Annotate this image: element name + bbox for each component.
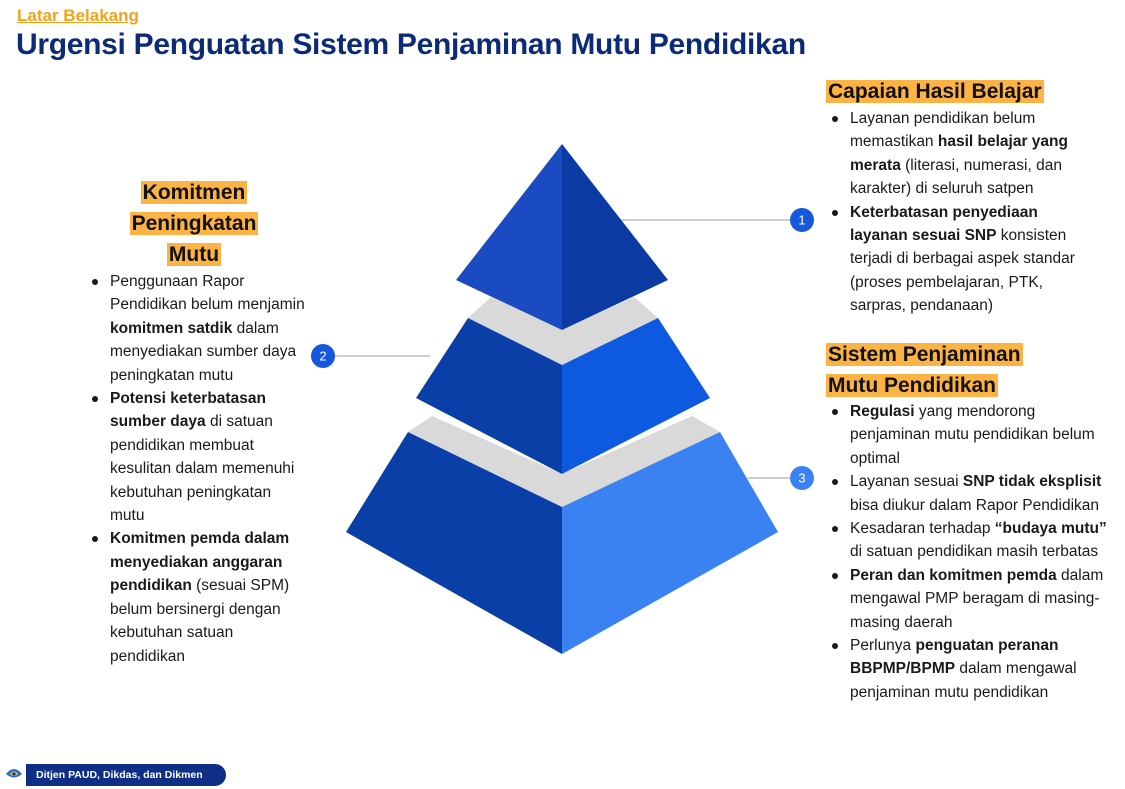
bullet-text: di satuan pendidikan masih terbatas [850,543,1099,561]
bullet-text-bold: Keterbatasan penyediaan layanan sesuai S… [850,203,1038,245]
pyramid-mid-left [416,318,562,474]
bullet-text: Layanan pendidikan belum memastikan [850,110,1036,151]
bullet-text: di satuan pendidikan membuat kesulitan d… [110,413,295,525]
bullet-text: Layanan sesuai [850,473,963,491]
right-bottom-bullet-list: Regulasi yang mendorong penjaminan mutu … [828,400,1108,704]
bullet-item: Komitmen pemda dalam menyediakan anggara… [88,527,306,667]
bullet-text-bold: Regulasi [850,403,915,420]
bullet-text: bisa diukur dalam Rapor Pendidikan [850,496,1100,514]
bullet-text-bold: hasil belajar yang merata [850,133,1068,174]
page-title: Urgensi Penguatan Sistem Penjaminan Mutu… [16,28,806,61]
section-kicker: Latar Belakang [17,6,139,25]
bullet-item: Potensi keterbatasan sumber daya di satu… [88,387,306,527]
right-top-section-title: Capaian Hasil Belajar [826,80,1044,103]
bullet-text: Perlunya [850,637,916,655]
bullet-text-bold: SNP tidak eksplisit [962,473,1102,491]
bullet-item: Regulasi yang mendorong penjaminan mutu … [828,400,1108,470]
badge-1: 1 [790,208,814,232]
tut-wuri-handayani-logo-icon [6,769,22,778]
bullet-item: Layanan sesuai SNP tidak eksplisit bisa … [828,470,1108,517]
bullet-text-bold: Komitmen pemda dalam menyediakan anggara… [110,530,290,595]
bullet-item: Layanan pendidikan belum memastikan hasi… [828,107,1098,201]
left-bullet-list: Penggunaan Rapor Pendidikan belum menjam… [88,270,306,668]
right-bottom-section-title: Sistem Penjaminan Mutu Pendidikan [826,343,1023,397]
bullet-text-bold: penguatan peranan BBPMP/BPMP [850,637,1059,678]
bullet-text: Kesadaran terhadap [850,520,995,538]
bullet-item: Peran dan komitmen pemda dalam mengawal … [828,564,1108,634]
badge-2-label: 2 [319,349,326,364]
bullet-text: konsisten terjadi di berbagai aspek stan… [850,227,1075,315]
bullet-text-bold: Potensi keterbatasan sumber daya [110,390,266,431]
left-section-title: Komitmen Peningkatan Mutu [129,181,259,266]
badge-3: 3 [790,466,814,490]
badge-2: 2 [311,344,335,368]
pyramid-base-left [346,432,562,654]
bullet-text: dalam mengawal penjaminan mutu pendidika… [850,660,1077,701]
badge-1-label: 1 [798,213,805,228]
badge-3-label: 3 [798,471,805,486]
footer-org-label: Ditjen PAUD, Dikdas, dan Dikmen [26,764,226,786]
bullet-item: Penggunaan Rapor Pendidikan belum menjam… [88,270,306,387]
bullet-text-bold: Peran dan komitmen pemda [850,566,1057,584]
bullet-text: yang mendorong penjaminan mutu pendidika… [850,403,1095,467]
bullet-text: dalam mengawal PMP beragam di masing-mas… [850,566,1104,631]
bullet-text: Penggunaan Rapor Pendidikan belum menjam… [110,273,305,314]
pyramid-mid-right [562,318,710,474]
pyramid-top-right [562,144,668,330]
pyramid-gap-upper [468,297,658,365]
bullet-text-bold: “budaya mutu” [994,520,1107,538]
bullet-text: (literasi, numerasi, dan karakter) di se… [850,156,1062,198]
bullet-text-bold: komitmen satdik [110,319,233,337]
bullet-item: Perlunya penguatan peranan BBPMP/BPMP da… [828,634,1108,704]
bullet-item: Keterbatasan penyediaan layanan sesuai S… [828,201,1098,318]
bullet-item: Kesadaran terhadap “budaya mutu” di satu… [828,517,1108,564]
bullet-text: (sesuai SPM) belum bersinergi dengan keb… [110,577,290,665]
pyramid-gap-lower [408,416,720,507]
right-top-bullet-list: Layanan pendidikan belum memastikan hasi… [828,107,1098,318]
pyramid-top-left [456,144,562,330]
bullet-text: dalam menyediakan sumber daya peningkata… [110,319,297,384]
pyramid-base-right [562,432,778,654]
